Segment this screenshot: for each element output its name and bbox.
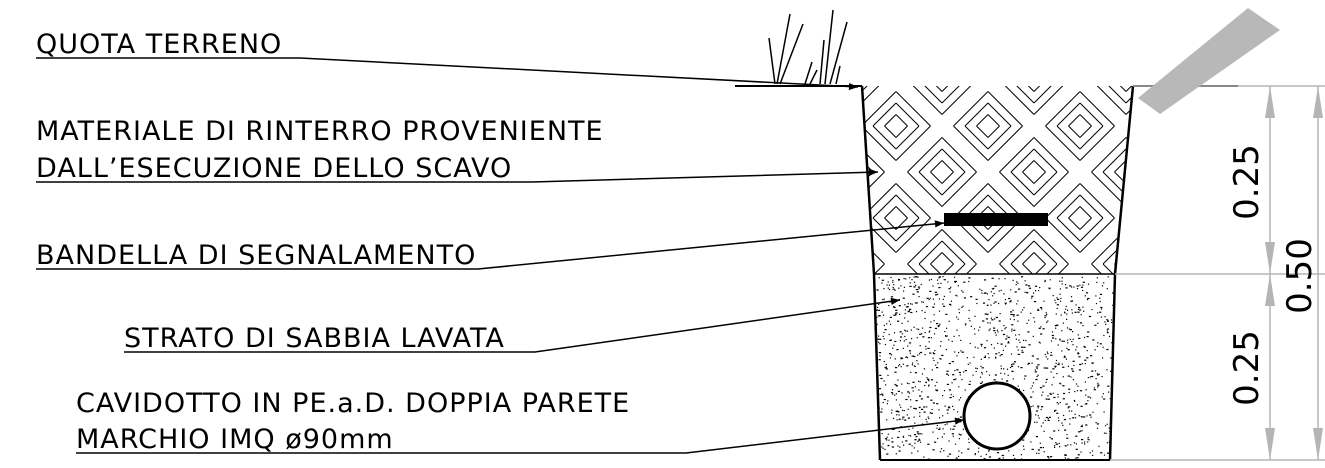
leader-ground-level [36,57,859,91]
conduit-pipe [962,381,1032,451]
dimension-arrows [1265,86,1323,460]
leader-warning-tape [36,220,945,270]
leader-sand-layer [124,297,901,353]
removed-slab-icon [1138,8,1280,114]
leader-conduit [76,417,965,454]
sand-stipple [874,276,1115,460]
grass-icon [768,9,848,85]
label-conduit-line1: CAVIDOTTO IN PE.a.D. DOPPIA PARETE [76,388,630,419]
label-sand-layer: STRATO DI SABBIA LAVATA [124,323,505,354]
dimension-lower: 0.25 [1227,330,1267,406]
warning-tape [944,213,1048,226]
label-conduit-line2: MARCHIO IMQ ø90mm [76,424,394,455]
label-backfill-line1: MATERIALE DI RINTERRO PROVENIENTE [36,116,604,147]
dimension-lines [1110,85,1325,461]
dimension-total: 0.50 [1280,238,1320,314]
label-warning-tape: BANDELLA DI SEGNALAMENTO [36,240,476,271]
label-backfill-line2: DALL’ESECUZIONE DELLO SCAVO [36,153,512,184]
label-ground-level: QUOTA TERRENO [36,29,282,60]
dimension-upper: 0.25 [1227,144,1267,220]
leader-backfill [36,168,879,183]
